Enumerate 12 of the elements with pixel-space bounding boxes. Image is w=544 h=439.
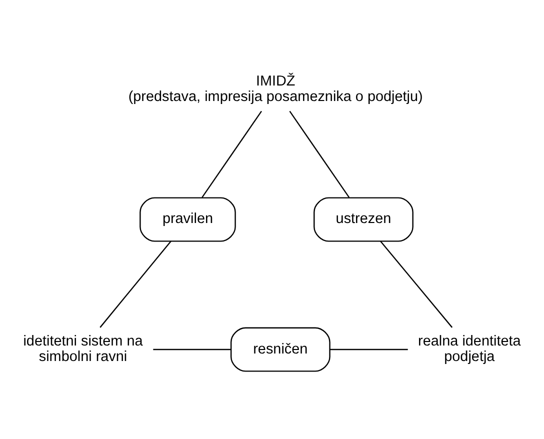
connector — [380, 240, 453, 328]
node-text: idetitetni sistem na simbolni ravni — [23, 333, 143, 366]
connector — [100, 240, 172, 328]
node-text: IMIDŽ (predstava, impresija posameznika o podjetju) — [128, 73, 423, 106]
node-box: resničen — [230, 327, 330, 372]
connector — [153, 348, 231, 350]
connector — [289, 110, 350, 198]
node-box: ustrezen — [314, 197, 414, 242]
connector — [330, 348, 408, 350]
node-box: pravilen — [140, 197, 236, 242]
connector — [202, 110, 262, 198]
node-text: realna identiteta podjetja — [418, 333, 521, 366]
